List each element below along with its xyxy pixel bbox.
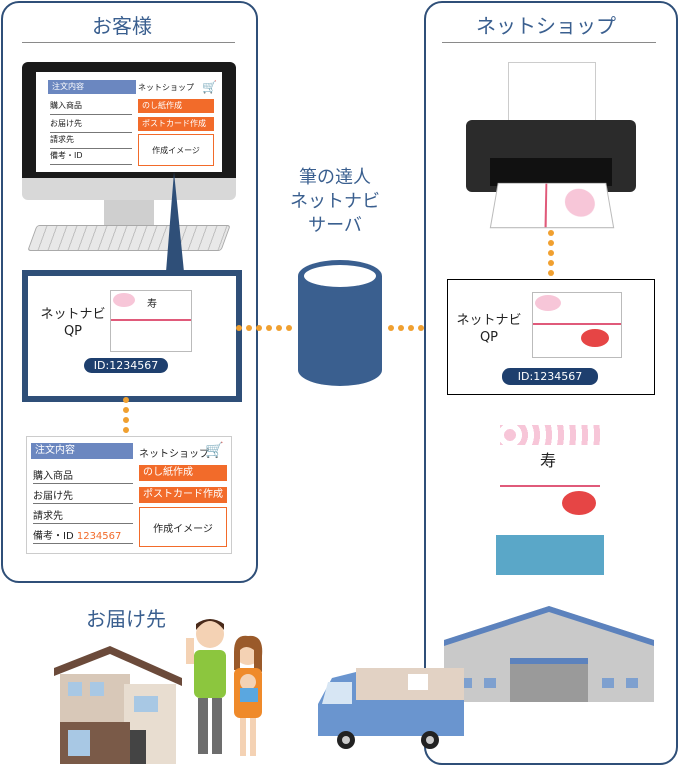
connector-dot [256,325,262,331]
connector-dot [286,325,292,331]
keyboard-icon [27,225,231,251]
ribbon-icon [533,323,621,325]
postcard-button[interactable]: ポストカード作成 [139,487,227,503]
connector-dot [388,325,394,331]
order-row: お届け先 [33,487,133,504]
connector-dot [236,325,242,331]
qp-sub-text: QP [63,324,83,339]
qp-sub-text: QP [479,330,499,345]
order-row: お届け先 [50,118,132,133]
connector-dot [548,260,554,266]
connector-dot [418,325,424,331]
connector-dot [276,325,282,331]
order-form-shop: ネットショップ [139,449,209,460]
customer-title-rule [22,42,235,43]
order-form-shop: ネットショップ [138,83,194,92]
flower-pattern [535,295,561,311]
flower-pattern [564,188,597,217]
connector-dot [548,240,554,246]
noshi-button[interactable]: のし紙作成 [138,99,214,113]
printed-noshi [489,182,615,229]
crane-icon [581,329,609,347]
connector-dot [123,407,129,413]
gift-box-noshi: 寿 [500,425,600,535]
order-row-label: 備考・ID [33,531,74,542]
flower-pattern [500,425,600,445]
monitor-stand [104,200,154,226]
qp-name: ネットナビ QP [454,312,524,346]
order-row-id: 備考・ID 1234567 [33,527,133,544]
order-form-screen: 注文内容 ネットショップ 🛒 購入商品 お届け先 請求先 備考・ID のし紙作成… [36,72,222,172]
ribbon-icon [500,485,600,487]
connector-dot [548,270,554,276]
database-icon [298,260,382,386]
postcard-button[interactable]: ポストカード作成 [138,117,214,131]
preview-box: 作成イメージ [138,134,214,166]
house-icon [54,646,182,764]
flower-pattern [113,293,135,307]
noshi-thumbnail: 寿 [110,290,192,352]
family-icon [186,619,263,756]
ribbon-icon [544,183,548,228]
crane-icon [562,491,596,515]
server-label-line: ネットナビ [290,191,380,212]
connector-dot [548,250,554,256]
server-label-line: サーバ [308,215,362,236]
order-id-value: 1234567 [76,531,122,542]
connector-dot [123,397,129,403]
kotobuki-text: 寿 [540,451,557,470]
connector-dot [266,325,272,331]
customer-title: お客様 [92,14,152,38]
qp-name: ネットナビ QP [38,306,108,340]
connector-dot [548,230,554,236]
delivery-title: お届け先 [86,607,166,631]
qp-id-badge: ID:1234567 [502,368,598,385]
callout-pointer [166,172,184,272]
shop-title: ネットショップ [476,14,616,38]
qp-name-text: ネットナビ [40,307,106,322]
qp-id-badge: ID:1234567 [84,358,168,373]
gift-box-base [496,535,604,575]
preview-box: 作成イメージ [139,507,227,547]
connector-dot [408,325,414,331]
monitor-chin [22,178,236,200]
connector-dot [398,325,404,331]
server-label-line: 筆の達人 [299,167,371,188]
noshi-button[interactable]: のし紙作成 [139,465,227,481]
connector-dot [123,417,129,423]
ribbon-icon [111,319,191,321]
server-label: 筆の達人 ネットナビ サーバ [270,166,400,238]
cart-icon: 🛒 [202,80,217,94]
connector-dot [246,325,252,331]
order-form-header: 注文内容 [31,443,133,459]
order-form-header: 注文内容 [48,80,136,94]
printer-slot [490,158,612,186]
order-row: 請求先 [50,134,132,149]
order-row: 購入商品 [50,100,132,115]
paper-sheet [508,62,596,128]
order-row: 請求先 [33,507,133,524]
cart-icon: 🛒 [205,441,224,459]
noshi-thumbnail [532,292,622,358]
shop-title-rule [442,42,656,43]
connector-dot [123,427,129,433]
kotobuki-text: 寿 [147,299,157,310]
qp-name-text: ネットナビ [456,313,522,328]
order-row: 購入商品 [33,467,133,484]
order-row: 備考・ID [50,150,132,165]
delivery-truck-icon [318,668,464,749]
warehouse-icon [444,606,654,702]
order-form-large: 注文内容 ネットショップ 🛒 購入商品 お届け先 請求先 備考・ID 12345… [26,436,232,554]
